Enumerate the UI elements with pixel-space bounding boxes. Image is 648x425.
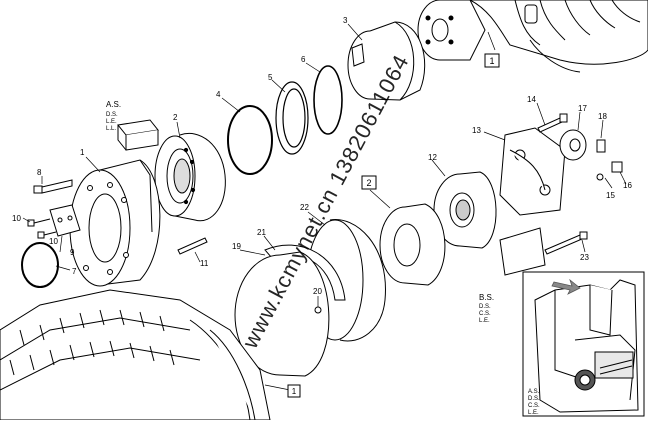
bolt-14: [537, 113, 568, 133]
washer-5: [275, 81, 309, 155]
leader-lines: [22, 23, 627, 391]
gear-hub: [417, 0, 486, 61]
svg-text:A.S.: A.S.: [528, 389, 540, 395]
box-label-1-bottom: 1: [287, 384, 301, 398]
callout-12: 12: [428, 153, 437, 162]
callout-20: 20: [313, 287, 322, 296]
svg-text:B.S.: B.S.: [479, 293, 494, 302]
rotor-drum-bottom: [0, 289, 271, 421]
svg-text:D.S.: D.S.: [528, 396, 540, 402]
o-ring-4: [227, 105, 273, 175]
svg-text:2: 2: [366, 178, 371, 188]
callout-9: 9: [70, 248, 75, 257]
callout-2: 2: [173, 113, 178, 122]
callout-16: 16: [623, 181, 632, 190]
svg-text:D.S.: D.S.: [479, 304, 491, 310]
callout-23: 23: [580, 253, 589, 262]
ring-set: [379, 203, 446, 286]
callout-5: 5: [268, 73, 273, 82]
sleeve-block: [117, 119, 159, 151]
box-label-1-top: 1: [484, 53, 500, 68]
svg-text:C.S.: C.S.: [528, 403, 540, 409]
inset-bracket-drawing: [534, 279, 639, 413]
callout-22: 22: [300, 203, 309, 212]
inset-arrow-icon: [551, 278, 581, 295]
bolt-23: [544, 231, 588, 255]
callout-7: 7: [72, 267, 77, 276]
callout-3: 3: [343, 16, 348, 25]
drum-housing-top: [469, 0, 648, 73]
svg-text:L.E.: L.E.: [479, 318, 490, 324]
callout-10b: 10: [49, 237, 58, 246]
svg-text:L.E.: L.E.: [106, 119, 117, 125]
bearing-unit-right: [433, 171, 497, 249]
callout-21: 21: [257, 228, 266, 237]
svg-text:L.E.: L.E.: [528, 410, 539, 416]
callout-13: 13: [472, 126, 481, 135]
svg-text:1: 1: [489, 56, 494, 66]
nut-18: [596, 139, 606, 153]
side-label-bs: B.S. D.S. C.S. L.E.: [479, 293, 494, 324]
callout-11: 11: [200, 259, 209, 268]
bolt-8: [33, 179, 73, 194]
fasteners-15-16: [596, 161, 623, 181]
mount-plate-13: [499, 127, 566, 216]
callout-10a: 10: [12, 214, 21, 223]
box-label-2: 2: [361, 175, 377, 190]
callout-14: 14: [527, 95, 536, 104]
callout-1: 1: [80, 148, 85, 157]
svg-text:A.S.: A.S.: [106, 100, 121, 109]
svg-text:D.S.: D.S.: [106, 112, 118, 118]
retaining-ring-7: [21, 242, 59, 288]
bearing-cartridge: [154, 133, 226, 222]
sensor-bracket: [27, 204, 81, 239]
svg-text:C.S.: C.S.: [479, 311, 491, 317]
snap-ring-6: [313, 65, 343, 135]
callout-15: 15: [606, 191, 615, 200]
inset-detail: A.S. D.S. C.S. L.E.: [522, 271, 645, 417]
bearing-cover: [347, 21, 426, 101]
side-label-as: A.S. D.S. L.E. L.L.: [106, 100, 121, 132]
end-cap-17: [559, 129, 587, 161]
svg-text:L.L.: L.L.: [106, 126, 116, 132]
pin-11: [177, 237, 208, 255]
callout-6: 6: [301, 55, 306, 64]
disc-19: [234, 251, 330, 377]
clamp-block: [499, 227, 546, 276]
callout-19: 19: [232, 242, 241, 251]
callout-4: 4: [216, 90, 221, 99]
callout-8: 8: [37, 168, 42, 177]
callout-18: 18: [598, 112, 607, 121]
svg-text:1: 1: [292, 387, 297, 396]
bearing-housing: [69, 159, 161, 287]
callout-17: 17: [578, 104, 587, 113]
callout-numbers: 1 2 3 4 5 6 7 8 9 10 10 11 12 13 14 15 1…: [12, 16, 632, 296]
